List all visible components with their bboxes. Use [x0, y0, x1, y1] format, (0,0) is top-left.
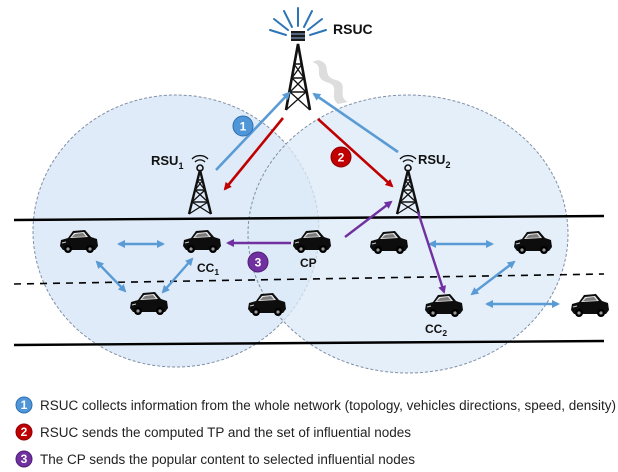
rsuc-label: RSUC	[333, 21, 373, 37]
arrow-rsu1-to-rsuc	[215, 91, 291, 171]
step3-badge: 3	[247, 251, 269, 273]
car-icon	[570, 293, 610, 318]
cc2-label: CC2	[425, 322, 447, 338]
legend-item-1: 1 RSUC collects information from the who…	[15, 396, 616, 414]
arrow-rsu2-to-cc2	[416, 211, 446, 294]
legend-text-3: The CP sends the popular content to sele…	[40, 452, 415, 467]
step2-badge: 2	[330, 146, 352, 168]
arrow-rsuc-to-rsu1	[223, 117, 285, 191]
svg-text:2: 2	[338, 151, 345, 165]
arrow-cp-to-rsu2	[344, 200, 393, 238]
rsu1-label: RSU1	[151, 153, 183, 171]
road-top-edge	[13, 214, 605, 222]
v2v-link	[95, 260, 127, 293]
cp-label: CP	[300, 256, 317, 270]
svg-text:1: 1	[21, 398, 28, 412]
step1-badge: 1	[232, 115, 254, 137]
svg-text:3: 3	[255, 256, 262, 270]
legend-item-3: 3 The CP sends the popular content to se…	[15, 450, 415, 468]
cc1-label: CC1	[197, 261, 219, 277]
svg-text:2: 2	[21, 425, 28, 439]
svg-text:3: 3	[21, 452, 28, 466]
legend-text-2: RSUC sends the computed TP and the set o…	[40, 425, 411, 440]
arrow-rsuc-to-rsu2	[317, 118, 394, 188]
legend: 1 RSUC collects information from the who…	[15, 396, 616, 468]
legend-item-2: 2 RSUC sends the computed TP and the set…	[15, 423, 411, 441]
v2v-link	[161, 257, 194, 294]
arrow-rsu2-to-rsuc	[312, 92, 399, 154]
v2v-link	[470, 260, 516, 296]
svg-text:1: 1	[240, 120, 247, 134]
legend-text-1: RSUC collects information from the whole…	[40, 398, 616, 413]
rsu2-label: RSU2	[418, 152, 450, 170]
road-bottom-edge	[13, 339, 605, 347]
rsuc-tower-icon	[269, 7, 348, 111]
rsu2-coverage-area	[247, 94, 569, 374]
